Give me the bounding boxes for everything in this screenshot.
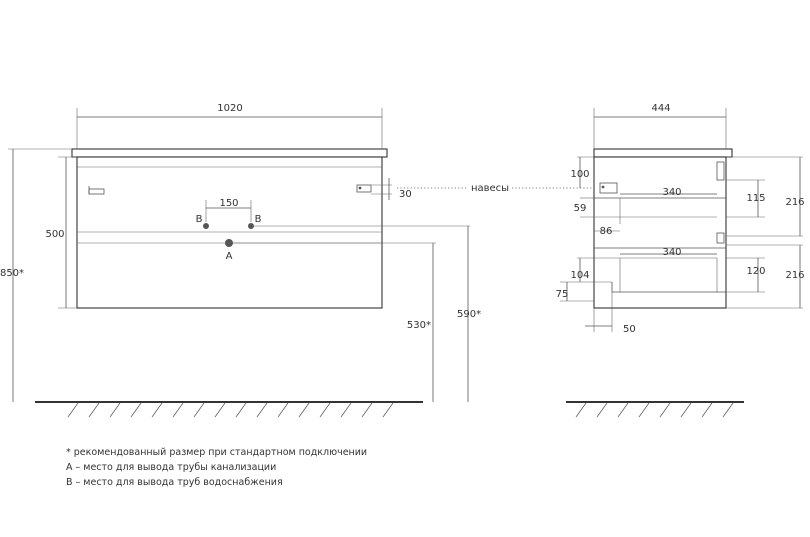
front-hanger-right: [356, 184, 372, 193]
note-recommended: * рекомендованный размер при стандартном…: [66, 447, 367, 458]
gap-86-label: 86: [600, 226, 613, 237]
front-view: 1020 150 B B A 500 850* 530* 590*: [0, 103, 600, 418]
side-drawer-bottom-box: [620, 257, 718, 292]
side-hanger: [599, 182, 618, 194]
note-supply: В – место для вывода труб водоснабжения: [66, 477, 283, 488]
hole-spacing-label: 150: [219, 198, 238, 209]
notes: * рекомендованный размер при стандартном…: [66, 447, 367, 488]
hanger-label: навесы: [471, 183, 509, 194]
total-height-label: 850*: [0, 268, 24, 279]
side-wall-mount-top: [716, 161, 725, 181]
drawer-bottom-depth-label: 340: [662, 247, 681, 258]
box-height-label: 500: [45, 229, 64, 240]
hanger-offset-label: 30: [399, 189, 412, 200]
note-drain: А – место для вывода трубы канализации: [66, 462, 276, 473]
gap-75-label: 75: [556, 289, 569, 300]
front-hanger-left: [88, 186, 105, 195]
side-countertop: [593, 148, 733, 158]
supply-marker-left: B: [196, 214, 203, 225]
side-floor-hatch: [575, 402, 734, 418]
back-offset-label: 50: [623, 324, 636, 335]
gap-59-label: 59: [574, 203, 587, 214]
supply-height-label: 590*: [457, 309, 481, 320]
front-floor-hatch: [67, 402, 394, 418]
side-view: 444 100 340 59 115 216 86 340 104: [556, 103, 805, 418]
drawer-bottom-inner-height-label: 120: [746, 266, 765, 277]
drawer-top-depth-label: 340: [662, 187, 681, 198]
gap-104-label: 104: [570, 270, 589, 281]
depth-label: 444: [651, 103, 670, 114]
top-offset-label: 100: [570, 169, 589, 180]
front-cabinet-body: [76, 156, 383, 309]
supply-marker-right: B: [255, 214, 262, 225]
width-dimension-label: 1020: [217, 103, 242, 114]
side-wall-mount-bottom: [716, 232, 725, 244]
supply-hole-left: [203, 223, 209, 229]
side-cabinet-body: [593, 156, 727, 309]
drawer-top-inner-height-label: 115: [746, 193, 765, 204]
drawer-top-height-label: 216: [785, 197, 804, 208]
drain-marker: A: [226, 251, 233, 262]
drawer-bottom-height-label: 216: [785, 270, 804, 281]
drain-height-label: 530*: [407, 320, 431, 331]
front-countertop: [71, 148, 388, 158]
